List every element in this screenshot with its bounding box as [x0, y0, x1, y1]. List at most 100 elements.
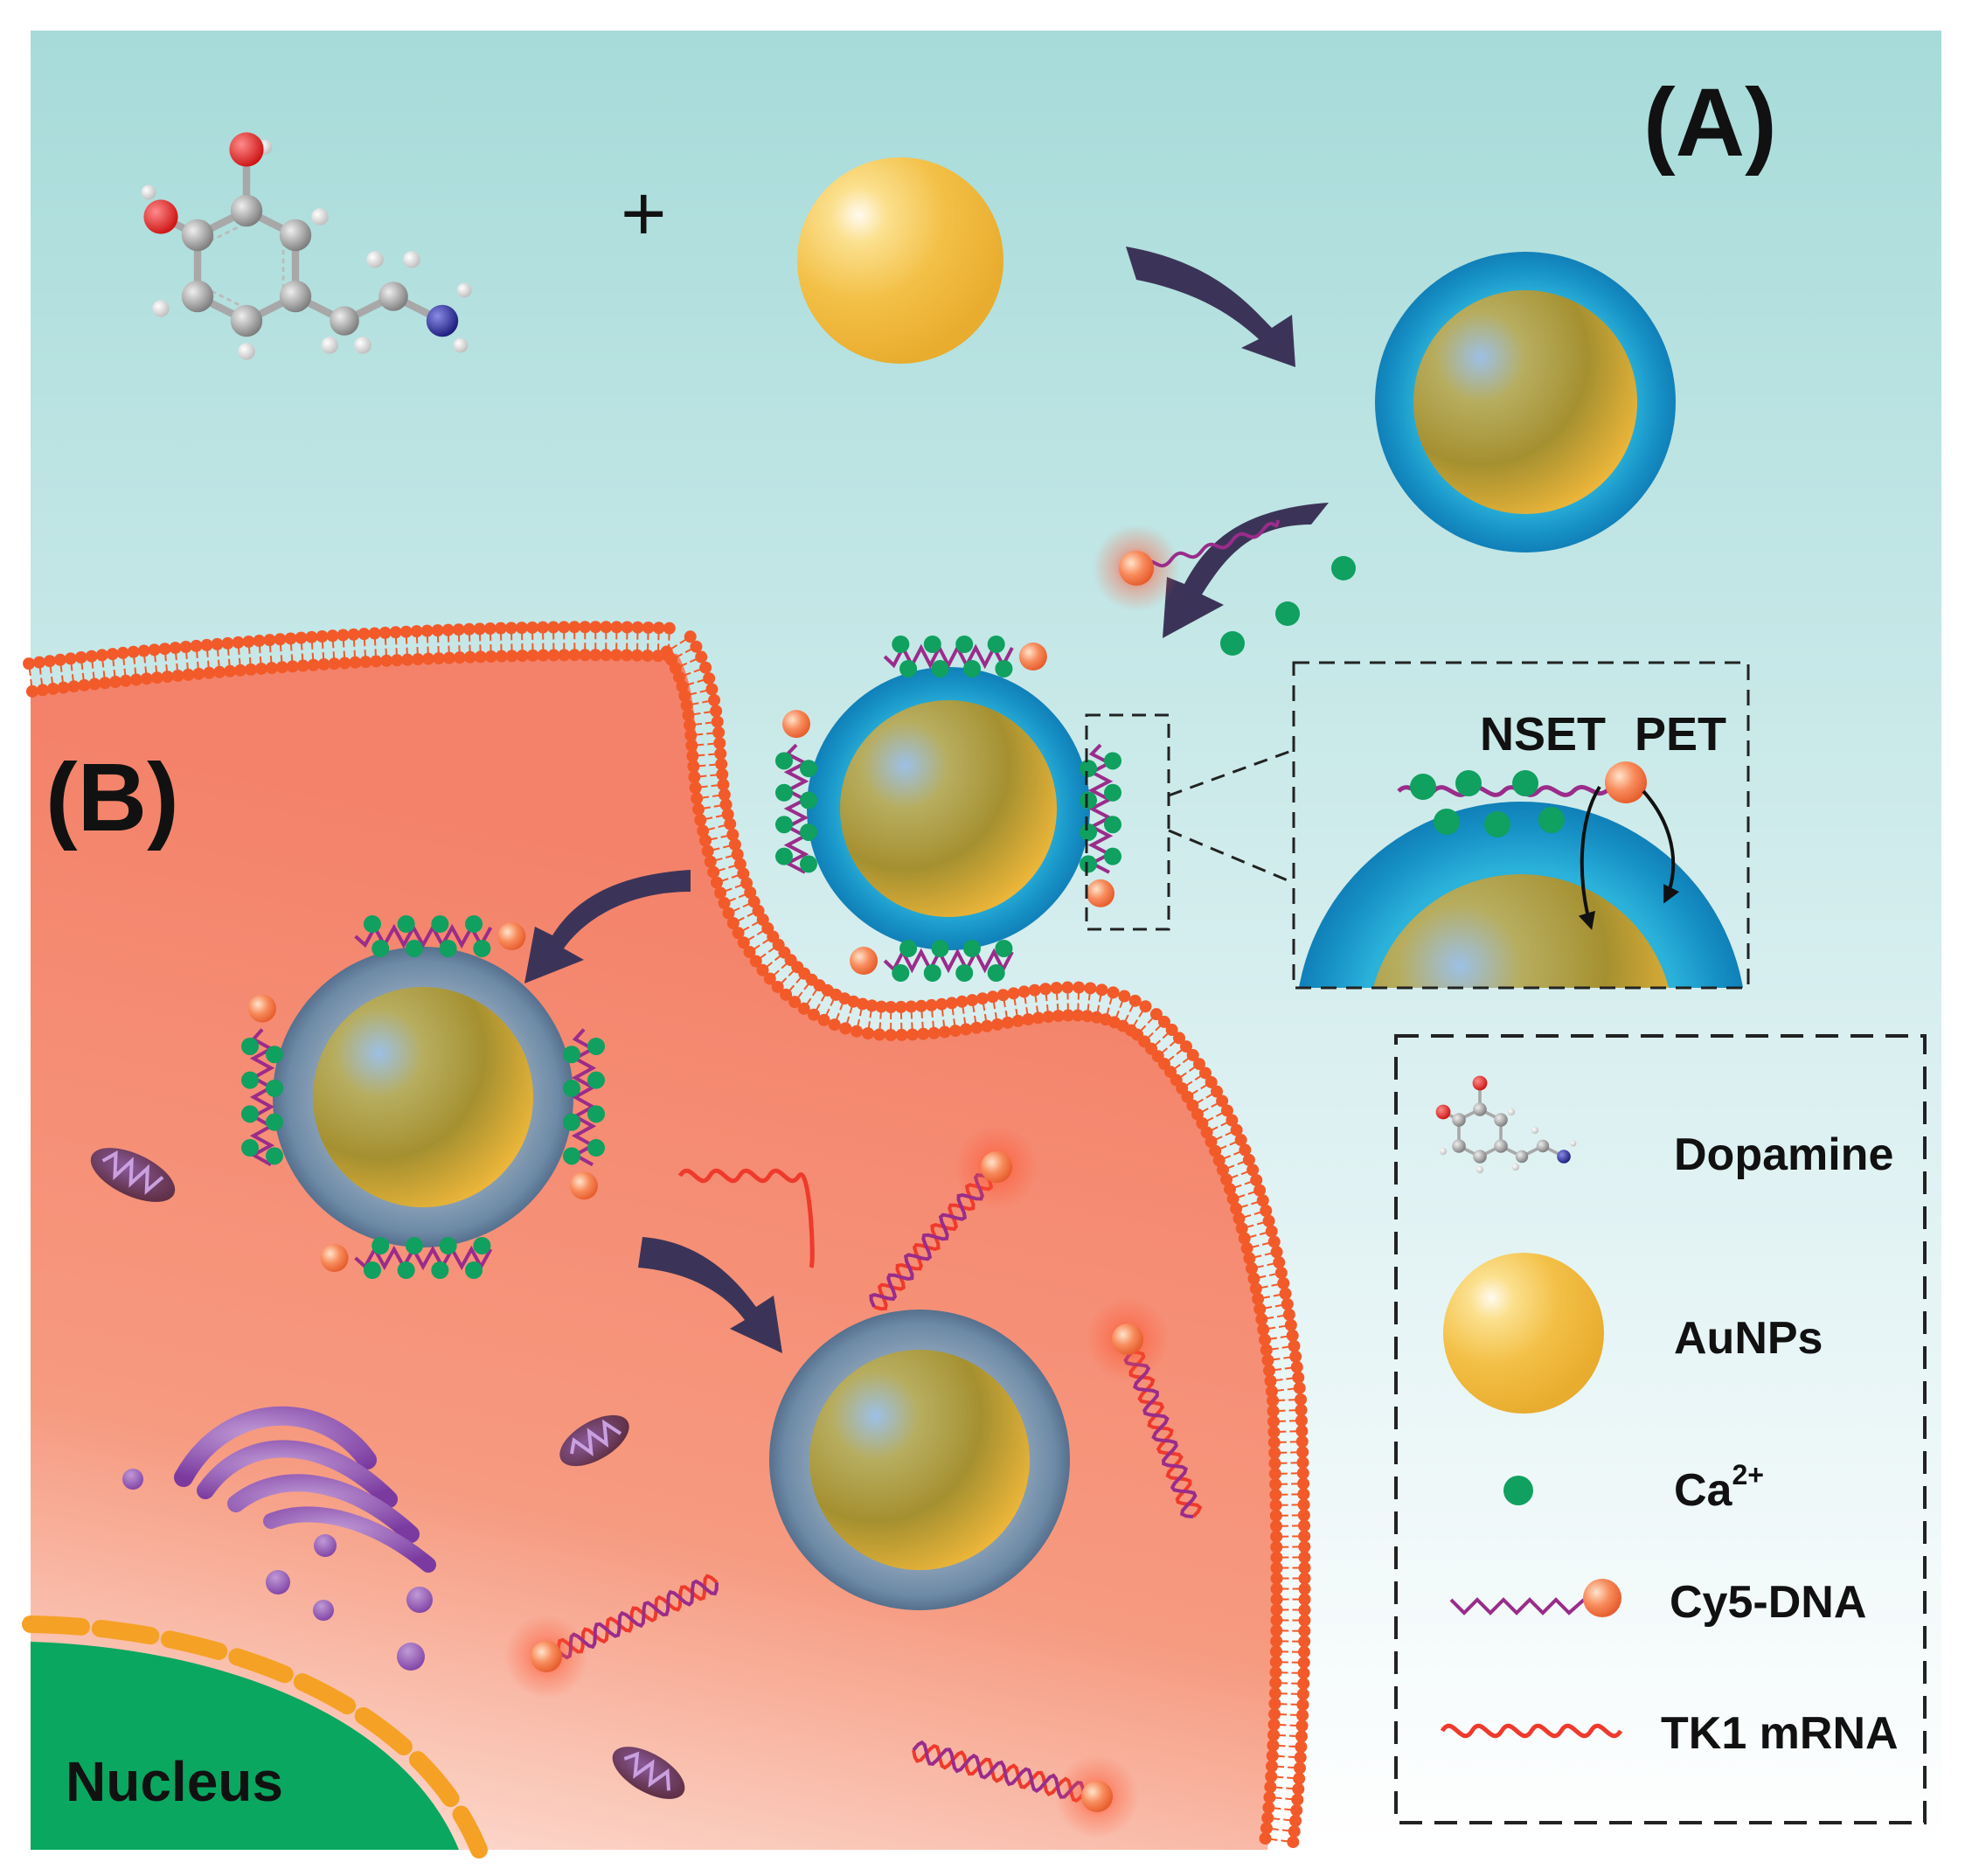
- membrane-lipid-head: [935, 997, 948, 1011]
- membrane-lipid-head: [213, 665, 226, 678]
- calcium-ion: [1080, 823, 1097, 841]
- membrane-lipid-head: [906, 1028, 919, 1041]
- membrane-lipid-head: [641, 649, 654, 662]
- dna-strand: [1087, 743, 1114, 874]
- membrane-lipid-head: [1234, 1134, 1247, 1147]
- calcium-ion: [995, 940, 1013, 957]
- membrane-lipid-head: [722, 907, 735, 920]
- calcium-ion: [563, 1113, 580, 1131]
- membrane-lipid-head: [399, 625, 413, 638]
- membrane-lipid-head: [610, 649, 623, 662]
- membrane-lipid-head: [36, 684, 49, 697]
- membrane-lipid-head: [1264, 1374, 1277, 1387]
- membrane-lipid-head: [420, 624, 434, 637]
- membrane-lipid-head: [1139, 1000, 1152, 1013]
- cy5-dye: [248, 994, 276, 1023]
- membrane-lipid-head: [875, 1000, 888, 1013]
- membrane-lipid-head: [1298, 1519, 1311, 1532]
- dna-strand: [783, 743, 809, 874]
- membrane-lipid-head: [1296, 1467, 1309, 1480]
- calcium-ion: [962, 940, 981, 957]
- calcium-ion: [241, 1105, 259, 1123]
- cy5-dye: [850, 947, 878, 975]
- arrow-gold-to-shell: [1126, 247, 1295, 367]
- membrane-lipid-head: [1268, 1697, 1281, 1710]
- membrane-lipid-head: [1165, 1024, 1178, 1037]
- membrane-lipid-head: [150, 671, 163, 684]
- membrane-lipid-head: [1050, 982, 1063, 995]
- membrane-lipid-head: [1257, 1323, 1270, 1336]
- calcium-ion: [563, 1147, 580, 1165]
- calcium-ion: [899, 940, 918, 957]
- membrane-lipid-head: [1263, 1790, 1276, 1803]
- membrane-lipid-head: [1295, 1425, 1309, 1438]
- membrane-lipid-head: [1270, 1572, 1283, 1585]
- membrane-lipid-head: [1149, 1008, 1163, 1021]
- calcium-ion: [266, 1147, 283, 1165]
- arrow-into-cell: [524, 870, 691, 983]
- membrane-lipid-head: [1211, 1085, 1224, 1098]
- arrow-shell-to-functionalized: [1163, 503, 1329, 638]
- membrane-lipid-head: [25, 684, 38, 698]
- membrane-lipid-head: [1220, 1173, 1233, 1186]
- membrane-lipid-head: [1297, 1488, 1310, 1501]
- membrane-lipid-head: [1270, 1614, 1283, 1627]
- calcium-ion: [363, 915, 381, 933]
- membrane-lipid-head: [1289, 1350, 1302, 1363]
- membrane-lipid-head: [1209, 1144, 1222, 1157]
- membrane-lipid-head: [630, 649, 643, 662]
- membrane-lipid-head: [1017, 985, 1031, 998]
- membrane-lipid-head: [254, 662, 267, 675]
- membrane-lipid-head: [140, 672, 153, 685]
- membrane-lipid-head: [1295, 1435, 1309, 1449]
- dna-strand: [354, 1245, 493, 1271]
- legend-aunps-label: AuNPs: [1674, 1313, 1823, 1364]
- cy5-dye: [497, 922, 526, 950]
- membrane-lipid-head: [1260, 1822, 1273, 1835]
- membrane-lipid-head: [328, 657, 341, 670]
- membrane-lipid-head: [690, 640, 703, 653]
- membrane-lipid-head: [579, 649, 592, 662]
- membrane-lipid-head: [1290, 1360, 1303, 1373]
- calcium-ion: [892, 964, 910, 982]
- membrane-lipid-head: [1297, 1677, 1310, 1690]
- membrane-lipid-head: [1270, 1519, 1283, 1532]
- membrane-lipid-head: [462, 622, 476, 636]
- membrane-lipid-head: [737, 867, 750, 880]
- membrane-lipid-head: [771, 980, 784, 993]
- membrane-lipid-head: [495, 650, 508, 663]
- membrane-lipid-head: [1263, 1364, 1276, 1377]
- membrane-lipid-head: [699, 661, 712, 674]
- membrane-lipid-head: [726, 917, 740, 930]
- membrane-lipid-head: [1297, 1498, 1310, 1511]
- calcium-ion: [266, 1079, 283, 1097]
- membrane-lipid-head: [895, 1028, 908, 1041]
- membrane-lipid-head: [1246, 1164, 1260, 1177]
- legend-dopamine-icon: [1435, 1075, 1577, 1174]
- membrane-lipid-head: [305, 630, 318, 643]
- membrane-lipid-head: [1262, 1214, 1275, 1227]
- membrane-lipid-head: [516, 650, 529, 663]
- cy5-dye: [1081, 1781, 1113, 1812]
- calcium-ion: [800, 760, 817, 778]
- membrane-lipid-head: [691, 792, 704, 805]
- membrane-lipid-head: [1269, 1498, 1282, 1511]
- membrane-lipid-head: [265, 662, 278, 675]
- membrane-lipid-head: [53, 653, 66, 666]
- membrane-lipid-head: [67, 680, 80, 693]
- membrane-lipid-head: [463, 650, 476, 664]
- calcium-ion: [899, 660, 918, 677]
- membrane-lipid-head: [1296, 1709, 1309, 1722]
- membrane-lipid-head: [788, 996, 802, 1009]
- membrane-lipid-head: [1007, 987, 1020, 1000]
- membrane-lipid-head: [621, 621, 634, 634]
- membrane-lipid-head: [1282, 1308, 1295, 1321]
- membrane-lipid-head: [1267, 1426, 1281, 1439]
- plus-sign: +: [621, 170, 667, 258]
- membrane-lipid-head: [1192, 1058, 1205, 1071]
- membrane-lipid-head: [1107, 986, 1120, 999]
- membrane-lipid-head: [316, 630, 329, 643]
- membrane-lipid-head: [380, 654, 393, 667]
- calcium-ion: [955, 636, 974, 653]
